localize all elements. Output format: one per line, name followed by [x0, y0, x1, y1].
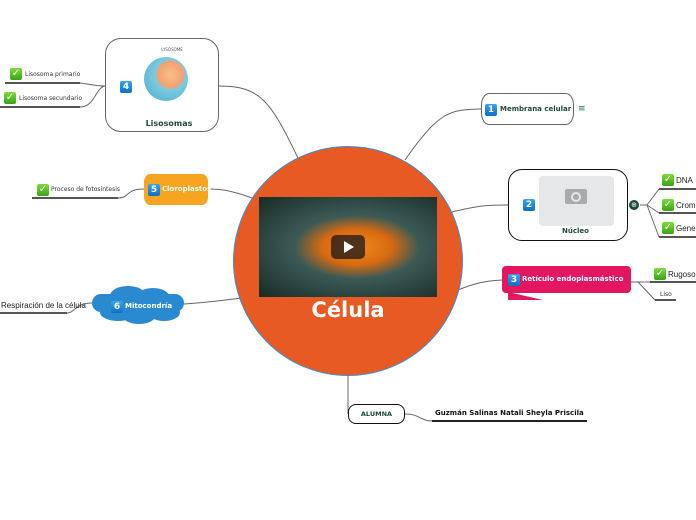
- number-badge: 6: [111, 301, 123, 313]
- membrana-label: Membrana celular: [500, 105, 572, 113]
- check-icon: ✓: [37, 184, 49, 196]
- reticulo-tail: [508, 292, 543, 300]
- leaf-respiracion[interactable]: Respiración de la célula: [1, 301, 86, 310]
- video-thumbnail[interactable]: [259, 197, 437, 297]
- check-icon: ✓: [662, 222, 674, 234]
- check-icon: ✓: [10, 68, 22, 80]
- leaf-lisosoma-primario[interactable]: Lisosoma primario: [25, 71, 81, 78]
- mitocondria-label: Mitocondría: [125, 302, 173, 310]
- cloroplastos-label: Cloroplastos: [162, 185, 212, 193]
- number-badge: 2: [523, 199, 535, 211]
- play-icon[interactable]: [331, 235, 365, 259]
- image-placeholder: [539, 176, 614, 226]
- check-icon: ✓: [662, 174, 674, 186]
- number-badge: 1: [485, 104, 497, 116]
- leaf-rugoso[interactable]: Rugoso: [668, 270, 696, 279]
- number-badge: 3: [508, 274, 520, 286]
- check-icon: ✓: [4, 92, 16, 104]
- check-icon: ✓: [662, 199, 674, 211]
- leaf-fotosintesis[interactable]: Proceso de fotosíntesis: [51, 186, 120, 193]
- camera-icon: [565, 189, 587, 204]
- notes-icon[interactable]: ≡: [578, 104, 586, 114]
- leaf-crom[interactable]: Crom: [676, 201, 696, 210]
- reticulo-node[interactable]: [502, 266, 631, 293]
- membrana-node[interactable]: [481, 93, 574, 125]
- central-title: Célula: [311, 298, 385, 322]
- nucleo-label: Núcleo: [562, 227, 589, 235]
- leaf-dna[interactable]: DNA: [676, 176, 693, 185]
- check-icon: ✓: [654, 268, 666, 280]
- globe-icon[interactable]: ⊕: [629, 200, 639, 210]
- leaf-lisosoma-secundario[interactable]: Lisosoma secundario: [19, 95, 83, 102]
- reticulo-label: Retículo endoplasmástico: [522, 275, 624, 283]
- image-caption: LYSOSOME: [161, 47, 183, 52]
- lisosomas-label: Lisosomas: [145, 119, 193, 128]
- leaf-liso[interactable]: Liso: [660, 291, 672, 298]
- alumna-node[interactable]: ALUMNA: [348, 404, 405, 424]
- alumna-name[interactable]: Guzmán Salinas Natali Sheyla Priscila: [435, 409, 584, 417]
- lysosome-image: LYSOSOME: [136, 47, 208, 119]
- leaf-gene[interactable]: Gene: [676, 224, 696, 233]
- number-badge: 5: [148, 184, 160, 196]
- number-badge: 4: [120, 81, 132, 93]
